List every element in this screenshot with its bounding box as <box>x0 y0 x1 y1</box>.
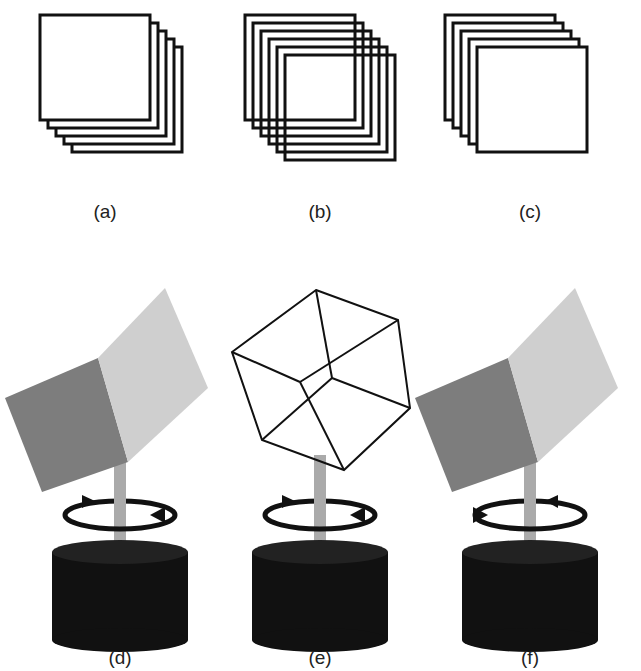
panel-label: (b) <box>308 201 331 223</box>
panel-label: (f) <box>521 647 539 669</box>
panel-label: (c) <box>519 201 541 223</box>
panel-label: (a) <box>93 201 116 223</box>
panel-label: (d) <box>108 647 131 669</box>
panel-label: (e) <box>308 647 331 669</box>
